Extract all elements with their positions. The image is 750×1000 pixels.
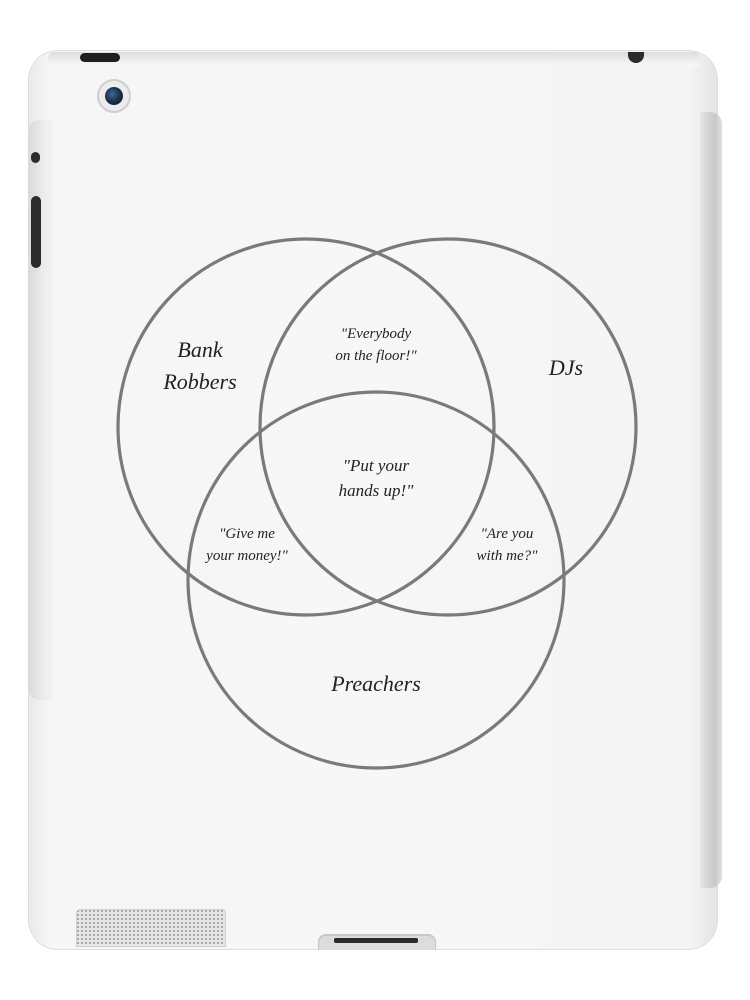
intersection-label-djs-preachers: "Are you with me?" [476,526,538,564]
power-button-cutout [628,52,644,63]
intersection-label-robbers-djs: "Everybody on the floor!" [335,326,417,364]
intersection-label-all-three: "Put your hands up!" [338,456,414,500]
set-label-preachers: Preachers [331,671,421,696]
intersection-label-robbers-preachers: "Give me your money!" [206,526,288,564]
venn-circle-djs [258,237,638,617]
headphone-cutout [80,53,120,62]
case-right-edge [700,112,722,888]
camera-lens [105,87,123,105]
dock-connector [334,938,418,943]
case-top-edge [48,52,700,66]
set-label-bank-robbers: Bank Robbers [163,337,237,394]
ipad-case [28,50,718,950]
volume-button-cutout [31,196,41,268]
mute-switch-cutout [31,152,40,163]
venn-circle-preachers [186,390,566,770]
venn-circle-bank-robbers [116,237,496,617]
set-label-djs: DJs [548,355,584,380]
speaker-grille [76,909,226,947]
